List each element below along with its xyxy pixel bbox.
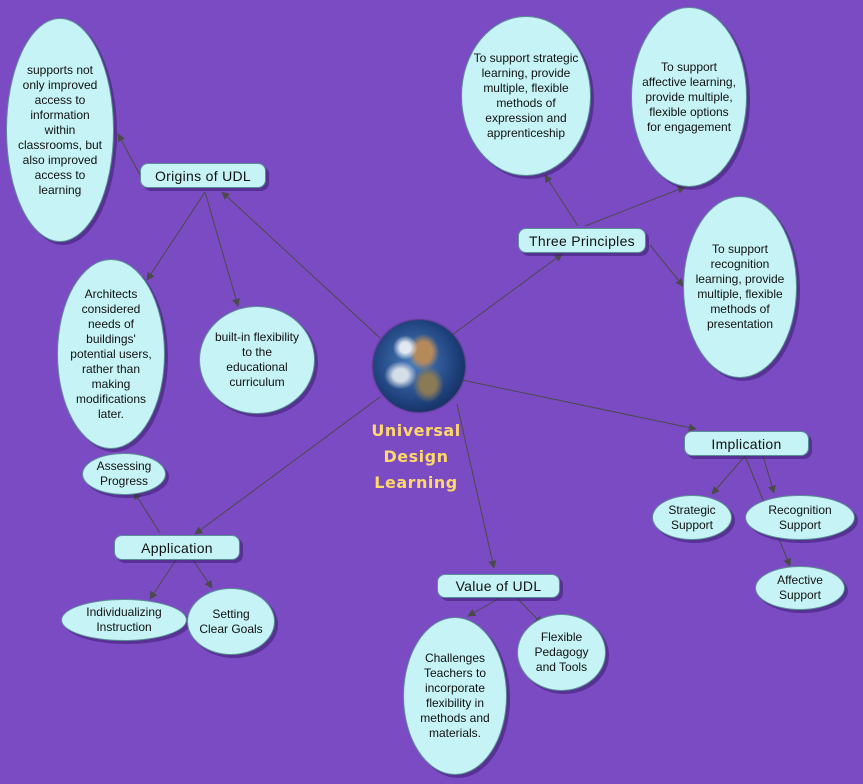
connector: [762, 455, 776, 494]
connector: [221, 191, 381, 339]
detail-value-pedagogy[interactable]: Flexible Pedagogy and Tools: [517, 614, 606, 691]
connector: [146, 191, 206, 281]
topic-origins-of-udl[interactable]: Origins of UDL: [140, 163, 266, 188]
detail-impl-strategic-support[interactable]: Strategic Support: [652, 495, 732, 540]
detail-app-individualizing-instruction[interactable]: Individualizing Instruction: [61, 599, 187, 641]
connector: [194, 396, 381, 535]
connector: [133, 491, 161, 534]
connector: [544, 174, 579, 227]
topic-application[interactable]: Application: [114, 535, 240, 560]
connector: [204, 191, 240, 307]
detail-app-assessing-progress[interactable]: Assessing Progress: [82, 453, 166, 495]
detail-app-setting-clear-goals[interactable]: Setting Clear Goals: [187, 588, 275, 655]
connector: [149, 559, 177, 600]
connector: [467, 597, 501, 617]
detail-origins-flexibility[interactable]: built-in flexibility to the educational …: [199, 306, 315, 414]
connector: [649, 244, 684, 287]
detail-origins-architects[interactable]: Architects considered needs of buildings…: [57, 259, 165, 449]
detail-impl-recognition-support[interactable]: Recognition Support: [745, 495, 855, 540]
detail-impl-affective-support[interactable]: Affective Support: [755, 566, 845, 610]
connector: [117, 133, 141, 176]
connector: [461, 379, 697, 432]
detail-principle-recognition[interactable]: To support recognition learning, provide…: [683, 196, 797, 378]
detail-principle-affective[interactable]: To support affective learning, provide m…: [631, 7, 747, 187]
detail-principle-strategic[interactable]: To support strategic learning, provide m…: [461, 16, 591, 176]
connector: [451, 253, 563, 336]
connector: [584, 185, 686, 227]
topic-value-of-udl[interactable]: Value of UDL: [437, 574, 560, 598]
detail-origins-access[interactable]: supports not only improved access to inf…: [6, 18, 114, 242]
center-title: Universal Design Learning: [371, 421, 461, 492]
connector: [192, 559, 213, 589]
earth-globe-icon: [373, 320, 465, 412]
detail-value-challenges[interactable]: Challenges Teachers to incorporate flexi…: [403, 617, 507, 775]
connector: [456, 403, 497, 569]
topic-three-principles[interactable]: Three Principles: [518, 228, 646, 253]
topic-implication[interactable]: Implication: [684, 431, 809, 456]
connector: [711, 455, 746, 495]
